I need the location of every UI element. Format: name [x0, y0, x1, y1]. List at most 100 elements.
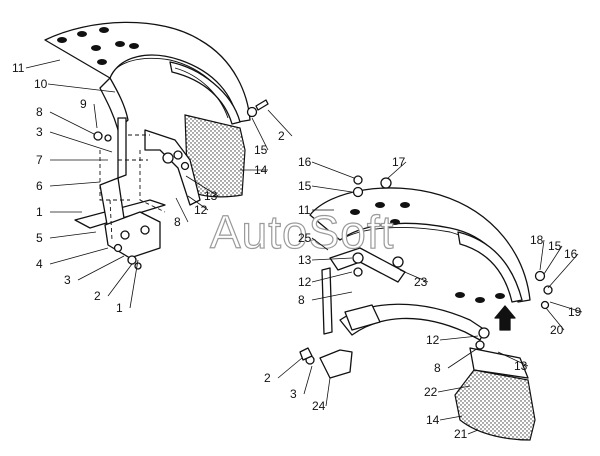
callout-label: 12: [194, 203, 208, 217]
leader-line: [251, 117, 269, 151]
hole: [495, 293, 505, 299]
callout-label: 2: [264, 371, 271, 385]
callout-label: 2: [278, 129, 285, 143]
leader-line: [107, 263, 133, 297]
leader-line: [277, 357, 303, 379]
leader-line: [539, 239, 545, 271]
callout-label: 25: [298, 231, 312, 245]
callout-label: 13: [514, 359, 528, 373]
callout-label: 12: [298, 275, 312, 289]
callout-label: 15: [548, 239, 562, 253]
leader-line: [399, 269, 429, 283]
callout-label: 5: [36, 231, 43, 245]
callout-label: 8: [174, 215, 181, 229]
leader-line: [49, 111, 95, 135]
callout-label: 21: [454, 427, 468, 441]
callout-label: 3: [64, 273, 71, 287]
callout-label: 7: [36, 153, 43, 167]
washer: [104, 134, 112, 142]
leader-line: [25, 59, 61, 69]
vertical-strap: [117, 117, 127, 179]
upper-bracket: [329, 247, 406, 283]
leader-line: [187, 195, 209, 211]
leader-line: [49, 247, 109, 265]
leader-line: [185, 175, 219, 197]
leader-line: [77, 255, 125, 281]
callout-label: 10: [34, 77, 48, 91]
leader-line: [387, 161, 407, 179]
hole: [350, 209, 360, 215]
callout-label: 14: [426, 413, 440, 427]
callout-label: 3: [290, 387, 297, 401]
leader-line: [311, 161, 355, 179]
callout-label: 1: [116, 301, 123, 315]
bolt: [392, 256, 404, 268]
hole: [129, 43, 139, 49]
bolt: [162, 152, 174, 164]
callout-label: 8: [434, 361, 441, 375]
callout-label: 4: [36, 257, 43, 271]
nut: [478, 327, 490, 339]
leader-line: [47, 83, 116, 93]
fender-top-plate: [309, 187, 531, 303]
callout-label: 23: [414, 275, 428, 289]
callout-label: 11: [298, 203, 311, 217]
callout-label: 13: [204, 189, 218, 203]
washer: [134, 262, 142, 270]
washer: [246, 106, 258, 118]
callout-label: 11: [12, 61, 25, 75]
leader-line: [267, 109, 293, 137]
leader-line: [311, 185, 353, 193]
left-fender-assembly: [44, 21, 269, 270]
washer: [353, 267, 363, 277]
leader-line: [175, 197, 189, 223]
leader-line: [311, 271, 353, 283]
leader-line: [549, 301, 583, 313]
leader-line: [49, 181, 101, 187]
callout-label: 6: [36, 179, 43, 193]
nut: [93, 131, 103, 141]
callout-label: 24: [312, 399, 326, 413]
nut: [540, 300, 550, 310]
hole: [455, 292, 465, 298]
mounting-arm: [144, 129, 201, 206]
direction-arrow: [494, 305, 516, 331]
bolt: [140, 225, 150, 235]
leader-line: [497, 351, 529, 367]
callout-label: 15: [254, 143, 268, 157]
nut: [352, 252, 364, 264]
washer: [534, 270, 546, 282]
callout-label: 14: [254, 163, 268, 177]
washer: [173, 150, 183, 160]
leader-line: [129, 259, 139, 309]
step-plate: [344, 304, 381, 331]
leader-line: [467, 429, 479, 435]
callout-label: 1: [36, 205, 43, 219]
callout-label: 16: [564, 247, 578, 261]
leader-line: [325, 377, 331, 407]
leader-line: [303, 365, 313, 395]
bolt: [299, 347, 313, 361]
lower-bracket: [319, 349, 353, 379]
callout-label: 3: [36, 125, 43, 139]
washer: [352, 186, 364, 198]
bolt: [255, 99, 269, 111]
hole: [91, 45, 101, 51]
hole: [77, 31, 87, 37]
fender-top-plate: [44, 21, 251, 123]
callout-label: 8: [36, 105, 43, 119]
nut: [380, 177, 392, 189]
right-fender-assembly: [299, 175, 553, 441]
leader-line: [93, 103, 98, 129]
leader-line: [447, 347, 479, 369]
callout-label: 17: [392, 155, 406, 169]
leader-line: [49, 231, 97, 239]
callout-label: 18: [530, 233, 544, 247]
leader-line: [437, 385, 471, 393]
hole: [97, 59, 107, 65]
callout-label: 19: [568, 305, 582, 319]
nut: [127, 255, 137, 265]
bolt: [353, 175, 363, 185]
